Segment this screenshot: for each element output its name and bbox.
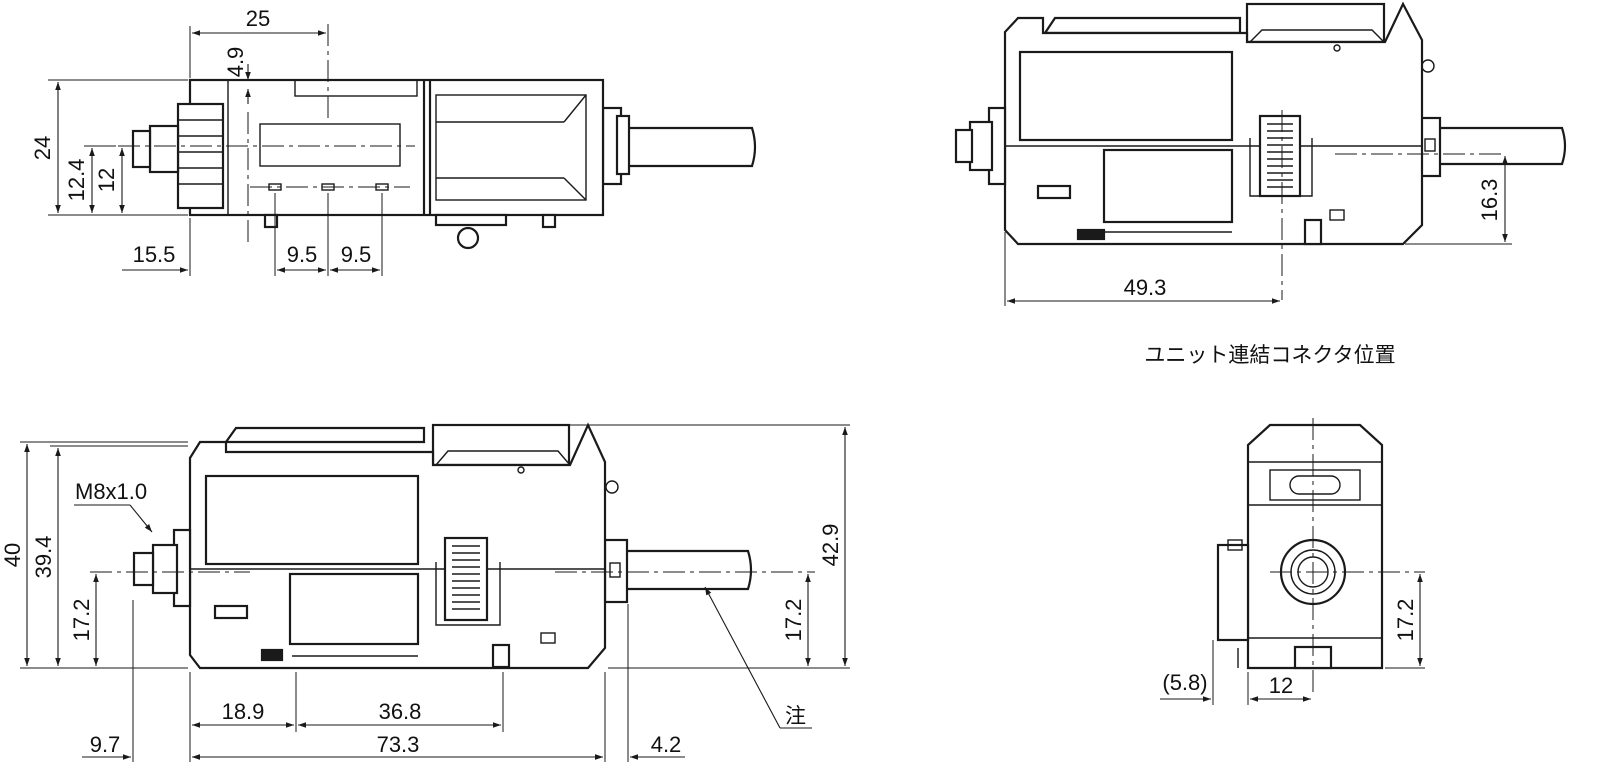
top-view-body <box>188 78 605 217</box>
dim-side-height-17-2: 17.2 <box>1393 599 1418 642</box>
dim-top-height-12: 12 <box>94 168 119 192</box>
dim-front-width-9-7: 9.7 <box>90 732 121 757</box>
dim-top-offset-4-9: 4.9 <box>223 47 248 78</box>
connector-view-cable <box>1435 126 1567 166</box>
dim-connector-height-16-3: 16.3 <box>1477 179 1502 222</box>
top-view-front-knurl <box>176 102 225 210</box>
front-thread-label: M8x1.0 <box>75 479 147 504</box>
dim-top-left-15-5: 15.5 <box>133 242 176 267</box>
dim-connector-width-49-3: 49.3 <box>1124 275 1167 300</box>
front-note-label: 注 <box>785 704 806 728</box>
dim-front-width-4-2: 4.2 <box>651 732 682 757</box>
side-view: 17.2 (5.8) 12 <box>1160 418 1425 705</box>
connector-position-view: 49.3 16.3 ユニット連結コネクタ位置 <box>954 1 1567 367</box>
side-view-connector-bracket <box>1216 543 1250 642</box>
front-view-top-box <box>431 423 571 467</box>
dim-top-pitch-b: 9.5 <box>341 242 372 267</box>
dim-side-paren-5-8: (5.8) <box>1162 670 1207 695</box>
front-view-unit-connector <box>443 536 489 622</box>
dim-top-width-25: 25 <box>246 6 270 31</box>
dim-side-width-12: 12 <box>1269 673 1293 698</box>
dim-front-width-18-9: 18.9 <box>222 699 265 724</box>
dim-front-height-42-9: 42.9 <box>818 524 843 567</box>
dim-front-width-73-3: 73.3 <box>377 732 420 757</box>
dim-top-height-24: 24 <box>30 136 55 160</box>
top-view: 25 4.9 24 12.4 12 15.5 9.5 9.5 <box>30 6 757 276</box>
top-view-m8-connector <box>148 124 180 174</box>
dim-front-height-17-2-left: 17.2 <box>69 599 94 642</box>
dim-front-height-40: 40 <box>0 543 25 567</box>
connector-view-unit-connector <box>1258 114 1302 198</box>
dim-top-height-12-4: 12.4 <box>64 159 89 202</box>
connector-position-caption: ユニット連結コネクタ位置 <box>1144 343 1395 367</box>
top-view-display-window <box>259 123 401 167</box>
top-view-cable <box>626 126 757 168</box>
dim-front-width-36-8: 36.8 <box>379 699 422 724</box>
dim-top-pitch-a: 9.5 <box>287 242 318 267</box>
dim-front-height-39-4: 39.4 <box>31 536 56 579</box>
dim-front-height-17-2-right: 17.2 <box>781 599 806 642</box>
front-view-cable <box>624 549 753 591</box>
front-view: 40 39.4 17.2 42.9 17.2 M8x1.0 注 18.9 36.… <box>0 422 850 762</box>
connector-view-top-box <box>1245 2 1386 44</box>
